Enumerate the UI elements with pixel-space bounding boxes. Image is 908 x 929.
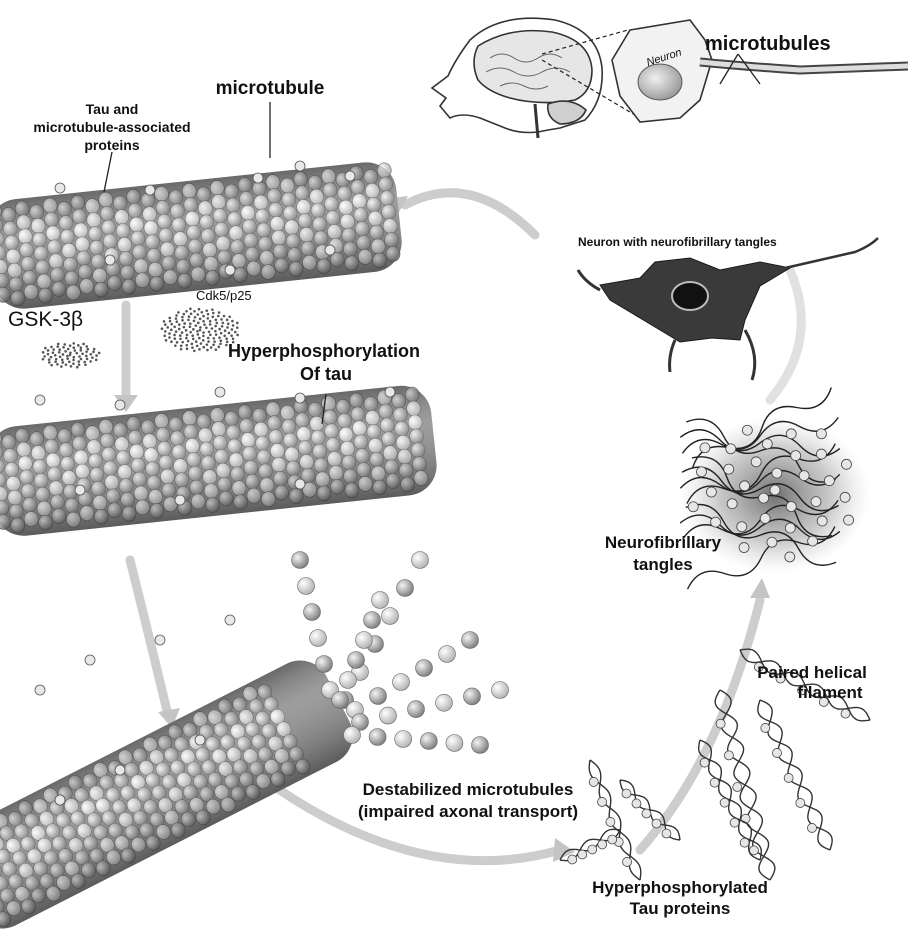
label-tau-line3: proteins xyxy=(84,137,139,153)
label-hyptau-line2: Tau proteins xyxy=(630,899,731,918)
neurite-1 xyxy=(578,270,600,290)
arrow-return-top xyxy=(405,193,535,235)
microtubule-hyperphosphorylated xyxy=(0,383,440,539)
label-nft-line2: tangles xyxy=(633,555,693,574)
label-destab-line1: Destabilized microtubules xyxy=(363,780,574,799)
cerebellum xyxy=(548,101,586,124)
label-tau-line1: Tau and xyxy=(86,101,139,117)
tangled-neuron xyxy=(578,238,878,380)
tangled-nucleus xyxy=(672,282,708,310)
label-destab-line2: (impaired axonal transport) xyxy=(358,802,578,821)
label-tau-line2: microtubule-associated xyxy=(33,119,190,135)
neurite-2 xyxy=(745,330,755,380)
label-hyper-line2: Of tau xyxy=(300,364,352,384)
label-phf-line2: filament xyxy=(797,683,863,702)
neurite-4 xyxy=(785,238,878,268)
label-cdk: Cdk5/p25 xyxy=(196,288,252,303)
neurite-3 xyxy=(670,340,675,372)
arrow-up-tangles xyxy=(770,270,801,400)
label-gsk: GSK-3β xyxy=(8,308,83,331)
label-microtubule: microtubule xyxy=(216,78,325,99)
label-hyper-line1: Hyperphosphorylation xyxy=(228,341,420,361)
tangle-mass xyxy=(680,380,870,598)
label-microtubules-top: microtubules xyxy=(705,33,831,55)
head-brain-illustration xyxy=(432,18,602,138)
label-nft-line1: Neurofibrillary xyxy=(605,533,722,552)
brain-outline xyxy=(474,31,592,103)
label-neuron-tangles: Neuron with neurofibrillary tangles xyxy=(578,235,777,249)
label-phf-line1: Paired helical xyxy=(757,663,867,682)
microtubule-destabilized xyxy=(0,650,363,929)
label-hyptau-line1: Hyperphosphorylated xyxy=(592,878,768,897)
nucleus xyxy=(638,64,682,100)
arrowhead-up xyxy=(750,578,770,598)
